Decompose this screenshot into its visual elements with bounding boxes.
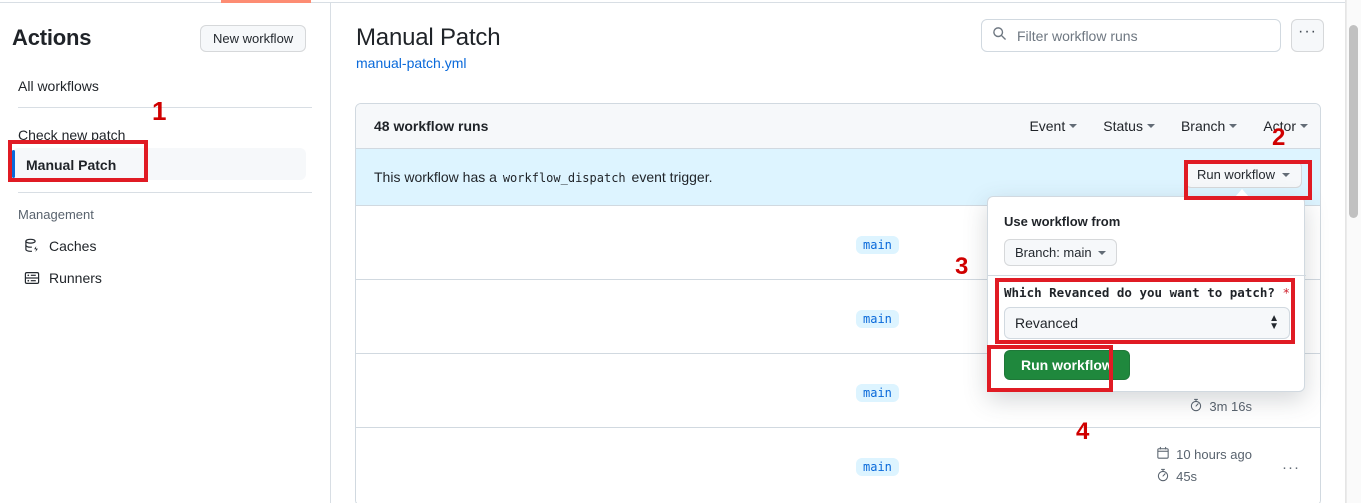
input-field-label-text: Which Revanced do you want to patch? [1004, 285, 1275, 300]
revanced-select[interactable]: Revanced ▲▼ [1004, 307, 1290, 339]
filter-status-label: Status [1103, 118, 1143, 134]
search-box[interactable] [981, 19, 1281, 52]
dropdown-divider [988, 275, 1306, 276]
sidebar-item-manual-patch-label: Manual Patch [26, 157, 117, 173]
sidebar-selected-indicator [12, 150, 15, 178]
active-tab-indicator [221, 0, 311, 3]
search-input[interactable] [1015, 26, 1270, 45]
sidebar-item-caches-label: Caches [49, 238, 97, 254]
sidebar-item-manual-patch[interactable] [12, 148, 306, 180]
runners-icon [24, 270, 40, 286]
scrollbar-track[interactable] [1346, 0, 1361, 503]
sidebar-vertical-divider [330, 3, 331, 503]
new-workflow-button[interactable]: New workflow [200, 25, 307, 52]
sidebar-item-runners-label: Runners [49, 270, 102, 286]
content-right-edge [1345, 0, 1346, 503]
row-meta: 3m 16s [1189, 398, 1252, 415]
filter-actor[interactable]: Actor [1263, 118, 1308, 134]
sidebar: Actions New workflow All workflows Check… [0, 3, 330, 503]
sidebar-item-runners[interactable]: Runners [24, 270, 102, 286]
cache-icon [24, 238, 40, 254]
timestamp-line: 10 hours ago [1156, 446, 1252, 463]
run-timestamp: 10 hours ago [1176, 447, 1252, 462]
sidebar-divider-2 [18, 192, 312, 193]
branch-selector-label: Branch: main [1015, 245, 1092, 260]
row-meta: 10 hours ago 45s [1156, 446, 1252, 485]
filter-branch-label: Branch [1180, 118, 1226, 134]
chevron-down-icon [1229, 124, 1238, 128]
annotation-number-3: 3 [955, 253, 969, 280]
scrollbar-thumb[interactable] [1349, 25, 1358, 218]
run-workflow-dropdown-label: Run workflow [1196, 167, 1275, 182]
annotation-number-2: 2 [1272, 124, 1286, 151]
branch-badge[interactable]: main [856, 310, 899, 328]
input-field-label: Which Revanced do you want to patch? * [1004, 285, 1290, 300]
sidebar-item-check-new-patch[interactable]: Check new patch [18, 127, 126, 143]
required-marker: * [1282, 285, 1290, 300]
filter-event[interactable]: Event [1029, 118, 1078, 134]
annotation-number-1: 1 [152, 96, 167, 126]
revanced-select-value: Revanced [1015, 315, 1079, 331]
top-divider [0, 2, 1361, 3]
filter-actor-label: Actor [1263, 118, 1296, 134]
branch-badge[interactable]: main [856, 384, 899, 402]
page-title: Manual Patch [356, 24, 501, 51]
calendar-icon [1156, 446, 1170, 463]
search-icon [992, 26, 1007, 46]
annotation-number-4: 4 [1076, 418, 1090, 445]
dispatch-event-code: workflow_dispatch [502, 171, 626, 185]
run-workflow-dropdown-panel: Use workflow from Branch: main Which Rev… [987, 196, 1306, 392]
table-row[interactable]: main 10 hours ago [356, 428, 1320, 502]
stopwatch-icon [1189, 398, 1203, 415]
run-duration: 3m 16s [1209, 399, 1252, 414]
run-workflow-submit-button[interactable]: Run workflow [1004, 350, 1130, 380]
chevron-down-icon [1282, 172, 1290, 177]
workflow-file-link[interactable]: manual-patch.yml [356, 55, 467, 71]
dispatch-banner-text: This workflow has a workflow_dispatch ev… [374, 169, 712, 185]
filter-event-label: Event [1029, 118, 1066, 134]
stopwatch-icon [1156, 468, 1170, 485]
dispatch-prefix: This workflow has a [374, 169, 497, 185]
page-heading-actions: Actions [12, 25, 92, 50]
row-more-options-button[interactable]: ··· [1282, 459, 1300, 476]
sidebar-header: Actions New workflow [12, 25, 312, 55]
duration-line: 3m 16s [1189, 398, 1252, 415]
filter-status[interactable]: Status [1103, 118, 1155, 134]
sidebar-item-all-workflows[interactable]: All workflows [18, 78, 99, 94]
sidebar-section-management: Management [18, 207, 94, 222]
dropdown-arrow [1235, 189, 1249, 197]
chevron-down-icon [1300, 124, 1308, 128]
duration-line: 45s [1156, 468, 1252, 485]
sidebar-divider-1 [18, 107, 312, 108]
branch-selector-button[interactable]: Branch: main [1004, 239, 1117, 266]
branch-badge[interactable]: main [856, 458, 899, 476]
run-workflow-dropdown-button[interactable]: Run workflow [1184, 161, 1302, 188]
branch-badge[interactable]: main [856, 236, 899, 254]
dispatch-suffix: event trigger. [631, 169, 713, 185]
kebab-icon: ··· [1298, 22, 1317, 40]
run-duration: 45s [1176, 469, 1198, 484]
runs-card-header: 48 workflow runs Event Status Branch [356, 104, 1320, 149]
filter-bar: Event Status Branch Actor [1029, 118, 1308, 134]
chevron-down-icon [1146, 124, 1155, 128]
more-options-button[interactable]: ··· [1291, 19, 1324, 52]
chevron-down-icon [1097, 250, 1106, 255]
stepper-icon: ▲▼ [1269, 313, 1279, 332]
workflow-runs-count: 48 workflow runs [374, 118, 489, 134]
filter-branch[interactable]: Branch [1180, 118, 1238, 134]
use-workflow-from-label: Use workflow from [1004, 214, 1121, 229]
chevron-down-icon [1069, 124, 1078, 128]
sidebar-item-caches[interactable]: Caches [24, 238, 96, 254]
